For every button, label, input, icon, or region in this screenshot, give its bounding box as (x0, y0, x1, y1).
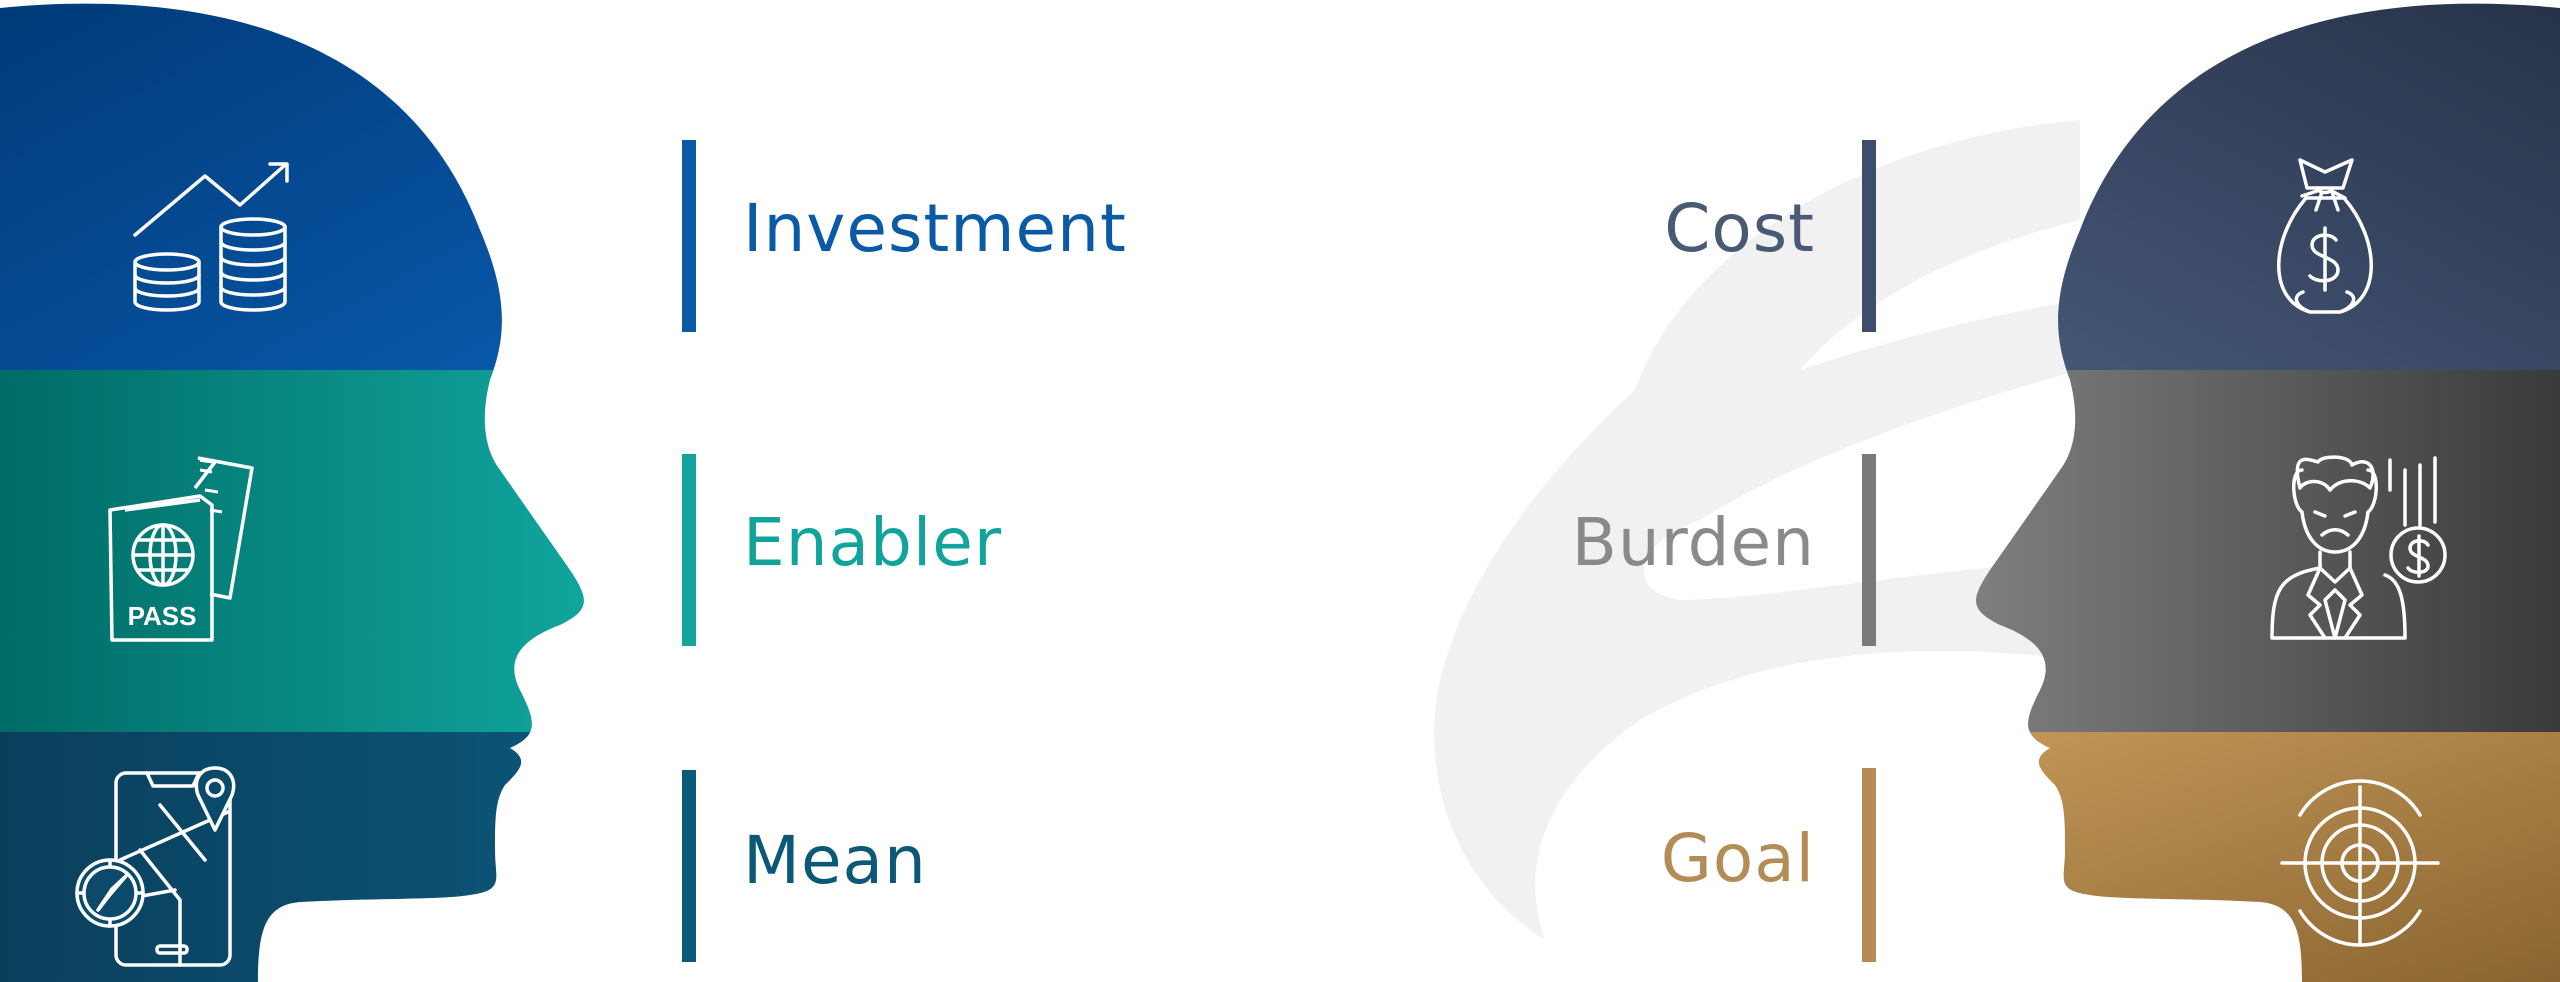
investment-label: Investment (743, 190, 1127, 267)
right-band-goal (1976, 732, 2560, 982)
goal-accent-bar (1862, 768, 1876, 962)
right-band-burden (1976, 370, 2560, 732)
target-icon (2280, 779, 2440, 947)
enabler-label: Enabler (743, 504, 1002, 581)
left-band-enabler (0, 370, 584, 732)
stressed-man-icon (2270, 455, 2447, 640)
passport-ticket-icon (108, 456, 254, 642)
left-band-mean (0, 732, 584, 982)
cost-accent-bar (1862, 140, 1876, 332)
background-swoosh-watermark (1434, 120, 2080, 940)
passport-label-text: PASS (128, 601, 197, 631)
right-head-silhouette (1976, 3, 2560, 982)
coins-growth-icon (133, 162, 289, 312)
money-bag-icon (2277, 158, 2373, 314)
mean-label: Mean (743, 822, 927, 899)
burden-accent-bar (1862, 454, 1876, 646)
burden-label: Burden (1571, 504, 1815, 581)
enabler-accent-bar (682, 454, 696, 646)
cost-label: Cost (1664, 190, 1815, 267)
goal-label: Goal (1660, 820, 1815, 897)
left-head-silhouette (0, 3, 584, 982)
phone-map-compass-icon (75, 766, 236, 967)
mean-accent-bar (682, 770, 696, 962)
investment-accent-bar (682, 140, 696, 332)
left-band-investment (0, 3, 584, 370)
